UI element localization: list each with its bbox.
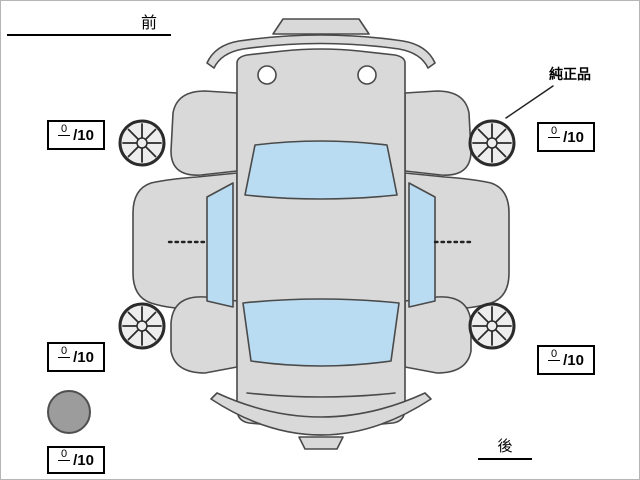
rear-label-text: 後 (497, 438, 513, 455)
tire-score-rear-left: 0 /10 (47, 342, 105, 372)
tire-score-front-left-value: 0 (58, 124, 71, 136)
front-bumper-top (272, 18, 370, 35)
tire-score-rear-right: 0 /10 (537, 345, 595, 375)
tire-score-rear-right-value: 0 (548, 349, 561, 361)
fender-rear-left (170, 296, 238, 374)
tire-score-front-left: 0 /10 (47, 120, 105, 150)
rear-bumper-lower (298, 436, 344, 450)
genuine-part-pointer-line (505, 85, 554, 119)
fender-front-left (170, 90, 238, 176)
tire-score-front-right-value: 0 (548, 126, 561, 138)
front-label-text: 前 (140, 15, 157, 32)
windshield-front (244, 140, 398, 200)
tire-score-spare-max: /10 (73, 451, 94, 469)
tire-score-spare-value: 0 (58, 449, 71, 461)
tire-score-front-left-max: /10 (73, 126, 94, 144)
tire-score-spare: 0 /10 (47, 446, 105, 474)
hood-detail-left (257, 65, 277, 85)
fender-rear-right (404, 296, 472, 374)
genuine-part-label-text: 純正品 (549, 66, 591, 82)
wheel-rear-left (118, 302, 166, 350)
wheel-rear-right (468, 302, 516, 350)
tire-score-front-right-max: /10 (563, 128, 584, 146)
trunk-line (246, 392, 396, 398)
tire-score-rear-left-max: /10 (73, 348, 94, 366)
front-label: 前 (7, 9, 171, 36)
body-center (236, 48, 406, 429)
spare-tire (47, 390, 91, 434)
rear-bumper (210, 392, 432, 436)
front-bumper (206, 34, 436, 69)
tire-score-front-right: 0 /10 (537, 122, 595, 152)
tire-score-rear-right-max: /10 (563, 351, 584, 369)
wheel-front-right (468, 119, 516, 167)
rear-label: 後 (478, 435, 532, 460)
fender-front-right (404, 90, 472, 176)
door-window-right (408, 182, 436, 308)
hood-detail-right (357, 65, 377, 85)
window-rear (242, 298, 400, 367)
wheel-front-left (118, 119, 166, 167)
tire-score-rear-left-value: 0 (58, 346, 71, 358)
genuine-part-label: 純正品 (549, 64, 591, 84)
door-window-left (206, 182, 234, 308)
